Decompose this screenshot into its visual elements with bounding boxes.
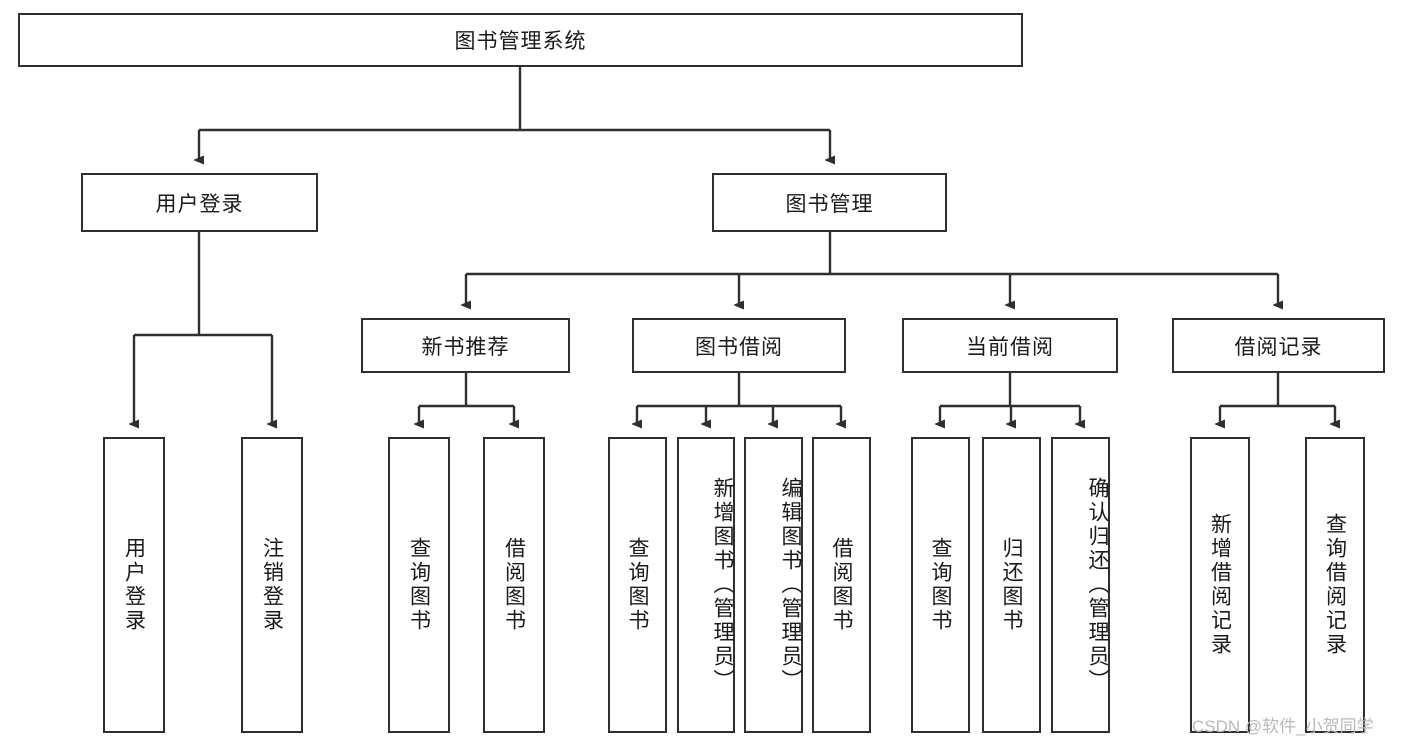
node-leaf-query-book-1[interactable]: 查询图书 <box>388 437 450 733</box>
node-leaf-edit-book[interactable]: 编辑图书（管理员） <box>744 437 803 733</box>
node-leaf-query-book-2-label: 查询图书 <box>626 537 649 633</box>
node-leaf-return-book-label: 归还图书 <box>1000 537 1023 633</box>
node-leaf-add-book-label: 新增图书（管理员） <box>711 477 734 693</box>
node-leaf-add-record[interactable]: 新增借阅记录 <box>1190 437 1250 733</box>
node-leaf-add-book[interactable]: 新增图书（管理员） <box>677 437 735 733</box>
node-current-borrow-label: 当前借阅 <box>966 335 1054 359</box>
node-book-borrow-label: 图书借阅 <box>695 335 783 359</box>
node-leaf-confirm-return-label: 确认归还（管理员） <box>1086 477 1109 693</box>
node-current-borrow[interactable]: 当前借阅 <box>902 318 1118 373</box>
node-leaf-borrow-book-2[interactable]: 借阅图书 <box>812 437 871 733</box>
node-book-manage[interactable]: 图书管理 <box>712 173 947 232</box>
node-leaf-query-book-2[interactable]: 查询图书 <box>608 437 667 733</box>
node-leaf-add-record-label: 新增借阅记录 <box>1208 513 1232 657</box>
node-new-book-rec-label: 新书推荐 <box>421 335 510 359</box>
csdn-watermark: CSDN @软件_小贺同学 <box>1192 717 1374 736</box>
node-leaf-query-record[interactable]: 查询借阅记录 <box>1305 437 1365 733</box>
node-new-book-rec[interactable]: 新书推荐 <box>361 318 570 373</box>
node-leaf-query-book-1-label: 查询图书 <box>407 537 431 633</box>
node-root[interactable]: 图书管理系统 <box>18 13 1023 67</box>
node-user-login[interactable]: 用户登录 <box>81 173 318 232</box>
node-borrow-record-label: 借阅记录 <box>1234 335 1323 359</box>
node-leaf-logout-label: 注销登录 <box>260 537 284 633</box>
node-leaf-return-book[interactable]: 归还图书 <box>982 437 1041 733</box>
node-borrow-record[interactable]: 借阅记录 <box>1172 318 1385 373</box>
node-leaf-confirm-return[interactable]: 确认归还（管理员） <box>1051 437 1110 733</box>
node-leaf-query-book-3-label: 查询图书 <box>929 537 952 633</box>
node-book-manage-label: 图书管理 <box>785 192 874 216</box>
node-leaf-borrow-book-2-label: 借阅图书 <box>830 537 853 633</box>
node-leaf-borrow-book-1[interactable]: 借阅图书 <box>483 437 545 733</box>
node-leaf-borrow-book-1-label: 借阅图书 <box>502 537 526 633</box>
node-leaf-query-book-3[interactable]: 查询图书 <box>911 437 970 733</box>
node-user-login-label: 用户登录 <box>155 192 244 216</box>
node-leaf-logout[interactable]: 注销登录 <box>241 437 303 733</box>
node-leaf-user-login-label: 用户登录 <box>122 537 146 633</box>
node-root-label: 图书管理系统 <box>454 30 587 53</box>
node-leaf-query-record-label: 查询借阅记录 <box>1323 513 1347 657</box>
node-leaf-user-login[interactable]: 用户登录 <box>103 437 165 733</box>
node-book-borrow[interactable]: 图书借阅 <box>632 318 846 373</box>
node-leaf-edit-book-label: 编辑图书（管理员） <box>779 477 802 693</box>
